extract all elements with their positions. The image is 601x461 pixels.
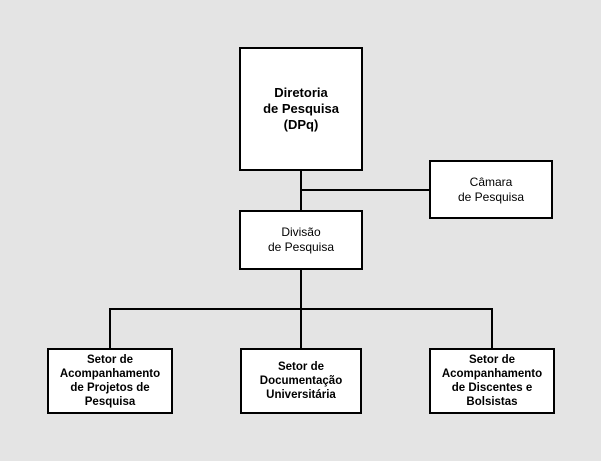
org-node-setor-acompanhamento-projetos[interactable]: Setor de Acompanhamento de Projetos de P… [47,348,173,414]
connector-drop-setor-documentacao [300,308,302,349]
org-node-setor-documentacao-universitaria[interactable]: Setor de Documentação Universitária [240,348,362,414]
org-node-setor-documentacao-label: Setor de Documentação Universitária [259,360,343,401]
org-node-divisao-label: Divisão de Pesquisa [267,225,335,254]
org-node-setor-projetos-label: Setor de Acompanhamento de Projetos de P… [59,353,161,409]
org-node-diretoria-label: Diretoria de Pesquisa (DPq) [263,85,339,132]
connector-divisao-stem [300,270,302,310]
org-node-divisao-de-pesquisa[interactable]: Divisão de Pesquisa [239,210,363,270]
connector-drop-setor-discentes [491,308,493,349]
org-node-camara-label: Câmara de Pesquisa [457,174,525,204]
connector-drop-setor-projetos [109,308,111,349]
connector-diretoria-to-divisao [300,171,302,211]
org-node-camara-de-pesquisa[interactable]: Câmara de Pesquisa [429,160,553,219]
connector-diretoria-to-camara [300,189,431,191]
org-node-setor-acompanhamento-discentes[interactable]: Setor de Acompanhamento de Discentes e B… [429,348,555,414]
org-node-diretoria-de-pesquisa[interactable]: Diretoria de Pesquisa (DPq) [239,47,363,171]
org-node-setor-discentes-label: Setor de Acompanhamento de Discentes e B… [441,353,543,409]
